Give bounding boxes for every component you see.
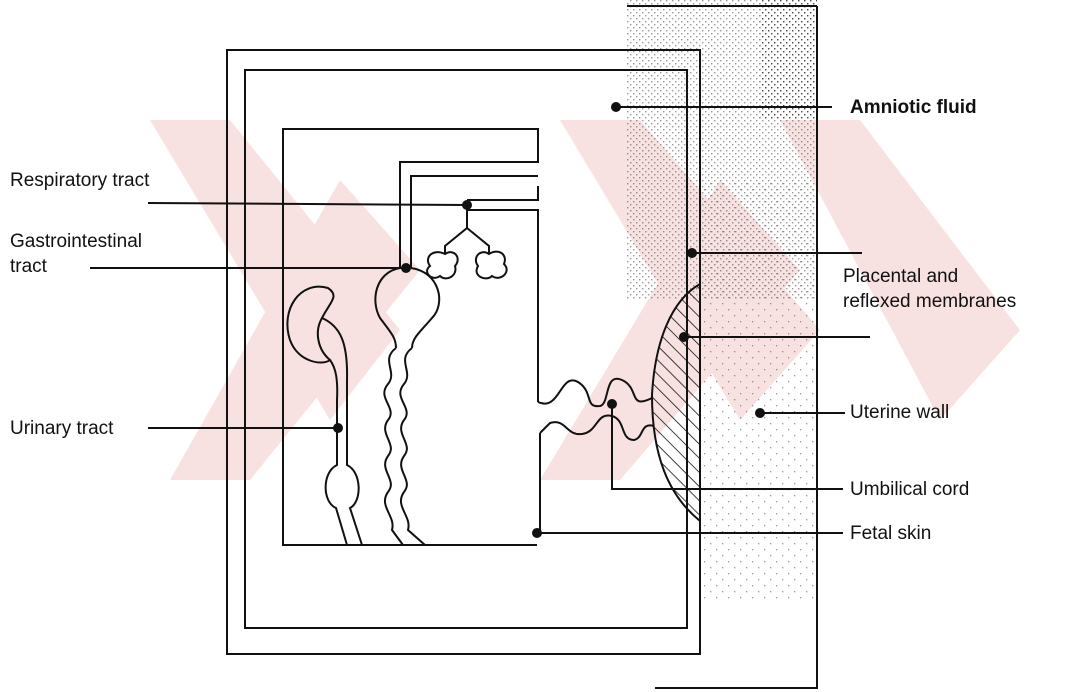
- dot-respiratory-tract: [462, 200, 472, 210]
- dot-urinary-tract: [333, 423, 343, 433]
- label-gastrointestinal-line1: Gastrointestinal: [10, 231, 142, 252]
- dot-gastrointestinal-tract: [401, 263, 411, 273]
- dot-placental-membranes-upper: [687, 248, 697, 258]
- label-uterine-wall: Uterine wall: [850, 402, 949, 423]
- label-urinary-tract: Urinary tract: [10, 418, 114, 439]
- dot-amniotic-fluid: [611, 102, 621, 112]
- dot-fetal-skin: [532, 528, 542, 538]
- lungs: [427, 205, 507, 278]
- label-respiratory-tract: Respiratory tract: [10, 170, 150, 191]
- label-placental-line1: Placental and: [843, 266, 958, 287]
- label-fetal-skin: Fetal skin: [850, 523, 931, 544]
- dot-uterine-wall: [755, 408, 765, 418]
- label-placental-line2: reflexed membranes: [843, 291, 1016, 312]
- dot-placental-membranes-lower: [679, 332, 689, 342]
- dot-umbilical-cord: [607, 399, 617, 409]
- label-gastrointestinal-line2: tract: [10, 256, 48, 277]
- label-amniotic-fluid: Amniotic fluid: [850, 97, 977, 118]
- label-umbilical-cord: Umbilical cord: [850, 479, 969, 500]
